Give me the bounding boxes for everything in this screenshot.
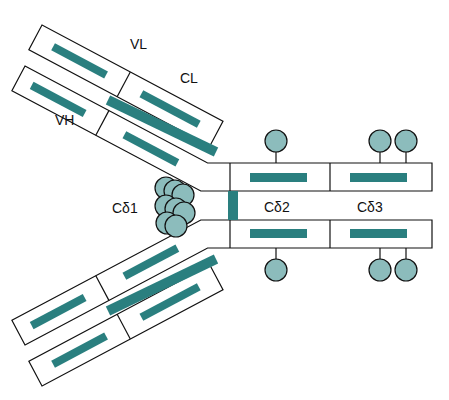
hinge-bond [228, 191, 238, 220]
upper-chains [12, 25, 432, 191]
domain-label: VL [130, 36, 147, 52]
lower-chains [12, 220, 432, 386]
domain-label: Cδ1 [112, 200, 138, 216]
domain-label: Cδ3 [357, 199, 383, 215]
domain-label: CL [180, 70, 198, 86]
domain-label: VH [55, 112, 74, 128]
domain-label: Cδ2 [264, 199, 290, 215]
hinge-glycans [155, 177, 195, 237]
